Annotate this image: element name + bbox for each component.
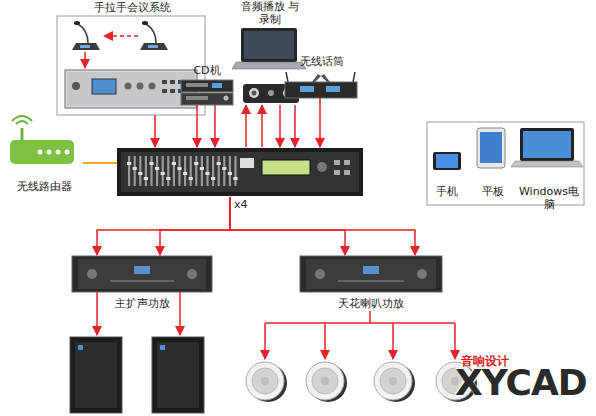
channel-count: x4 xyxy=(234,198,248,211)
wireless-mic-node: 无线话筒 xyxy=(284,55,359,98)
playback-recorder: 音频播放 与录制 xyxy=(236,0,304,105)
laptop-icon xyxy=(511,128,583,167)
signal-connector xyxy=(245,105,247,147)
node-label: 主扩声功放 xyxy=(72,297,212,310)
watermark: XYCAD xyxy=(455,364,587,402)
main-speaker xyxy=(152,337,204,413)
signal-connector xyxy=(97,197,230,255)
signal-connector xyxy=(154,115,156,147)
amplifier xyxy=(300,256,442,292)
signal-connector xyxy=(230,197,415,255)
signal-connector xyxy=(214,105,216,147)
conference-system: 手拉手会议系统 xyxy=(57,1,207,115)
node-label: 音频播放 与录制 xyxy=(236,0,304,26)
audio-processor xyxy=(117,148,363,196)
signal-connector xyxy=(294,105,296,147)
signal-connector xyxy=(83,162,117,164)
amplifier-node: 天花喇叭功放 xyxy=(300,255,442,312)
daisy-chain-arrow xyxy=(104,35,138,37)
node-label: 平板 xyxy=(473,185,513,198)
conference-host xyxy=(65,70,197,108)
router-icon xyxy=(10,116,74,164)
signal-connector xyxy=(196,105,198,147)
device-group: 手机平板Windows电脑 xyxy=(427,122,584,205)
node-label: 无线话筒 xyxy=(284,55,359,68)
cd-player-node: CD机 xyxy=(180,64,234,105)
node-label: CD机 xyxy=(180,64,234,77)
amplifier-node: 主扩声功放 xyxy=(72,255,212,312)
cd-player xyxy=(181,80,233,105)
signal-connector xyxy=(319,98,321,147)
signal-connector xyxy=(160,197,230,255)
signal-connector xyxy=(279,105,281,147)
signal-connector xyxy=(230,197,345,255)
node-label: Windows电脑 xyxy=(515,185,583,211)
node-label: 手拉手会议系统 xyxy=(57,1,207,14)
phone-icon xyxy=(433,152,461,170)
gooseneck-mic xyxy=(140,21,168,50)
wireless-receiver xyxy=(285,72,357,98)
processor-node xyxy=(117,147,363,197)
main-speaker xyxy=(70,337,122,413)
signal-connector xyxy=(261,105,263,147)
node-label: 手机 xyxy=(429,185,465,198)
laptop-recorder xyxy=(232,28,306,69)
tablet-icon xyxy=(477,128,505,168)
node-label: 天花喇叭功放 xyxy=(300,297,442,310)
node-label: 无线路由器 xyxy=(5,180,83,193)
amplifier xyxy=(72,256,212,292)
gooseneck-mic xyxy=(72,21,100,50)
feed-arrow xyxy=(84,52,86,68)
router-node: 无线路由器 xyxy=(5,112,83,194)
ceiling-speakers xyxy=(246,362,477,402)
